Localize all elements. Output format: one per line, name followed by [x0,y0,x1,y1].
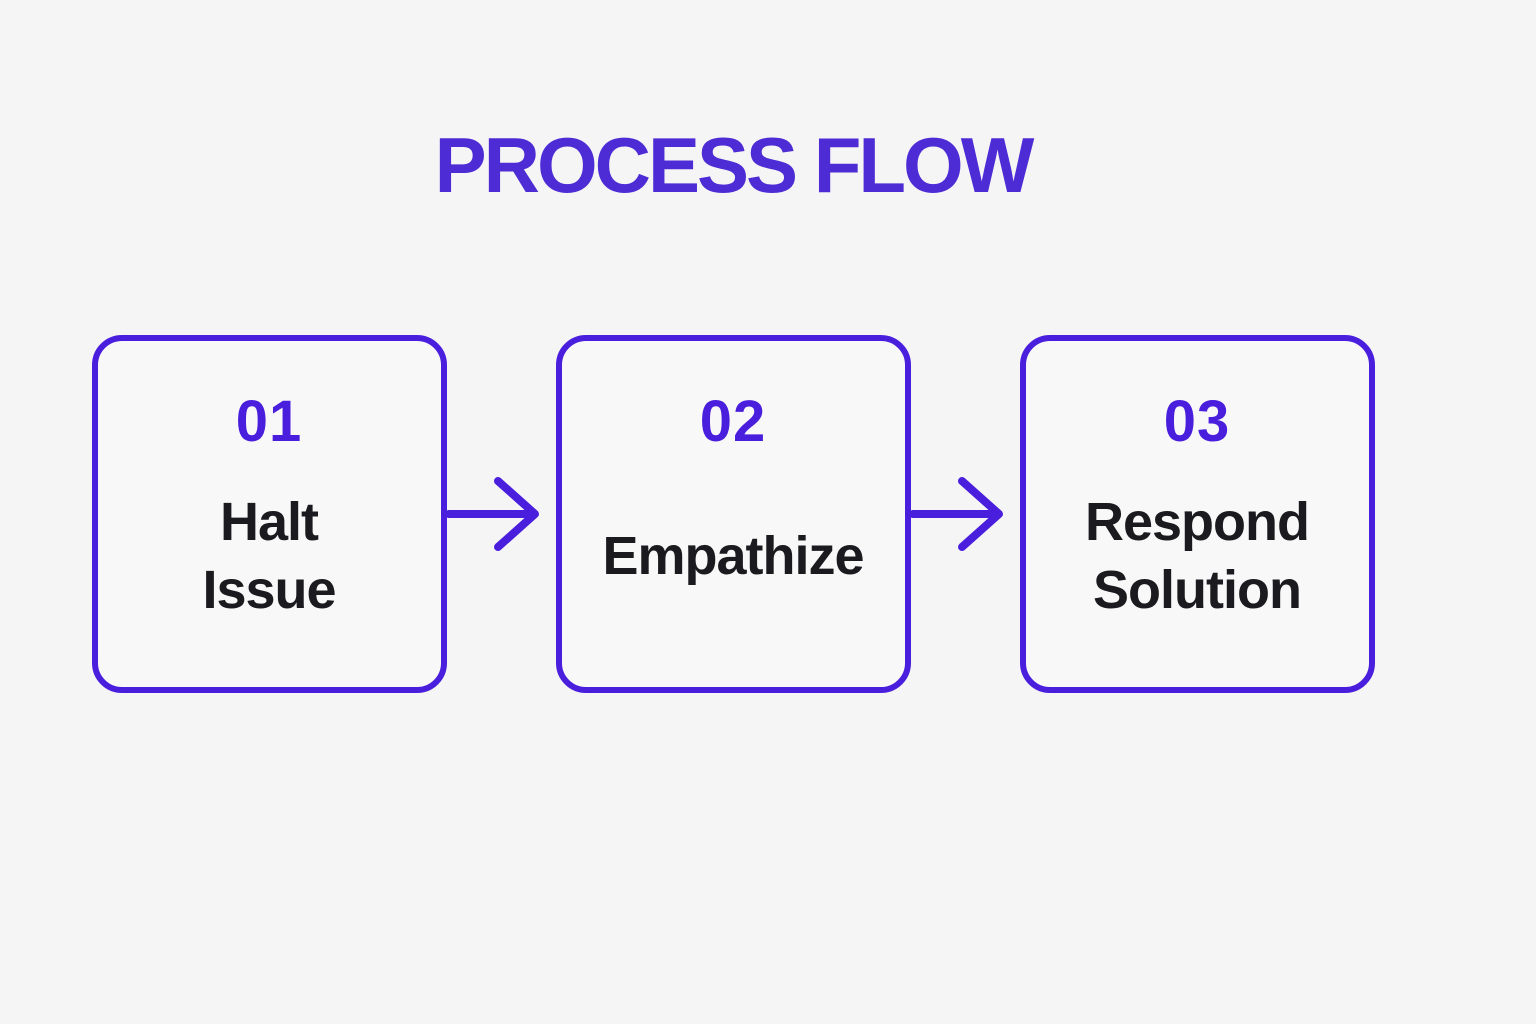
page-title: PROCESS FLOW [434,121,1035,209]
step-label: Empathize [602,451,864,687]
step-number: 01 [235,389,303,454]
step-label-line: Halt [219,491,319,552]
step-label-line: Respond [1084,491,1310,552]
process-flow-row: 01 Halt Issue 02 Empathize [0,335,1501,693]
step-label-line: Issue [202,560,336,620]
step-box-3: 03 Respond Solution [1019,335,1375,693]
step-label-line: Solution [1093,560,1302,620]
diagram-content: PROCESS FLOW 01 Halt Issue 02 Empathize [0,121,1501,693]
arrow-right-icon [910,466,1020,562]
step-box-1: 01 Halt Issue [91,335,447,693]
arrow-right-icon [446,466,556,562]
step-label: Halt Issue [202,451,336,687]
step-number: 02 [699,389,767,454]
step-label: Respond Solution [1084,451,1310,687]
step-label-line: Empathize [602,525,864,586]
step-box-2: 02 Empathize [555,335,911,693]
step-number: 03 [1163,389,1231,454]
